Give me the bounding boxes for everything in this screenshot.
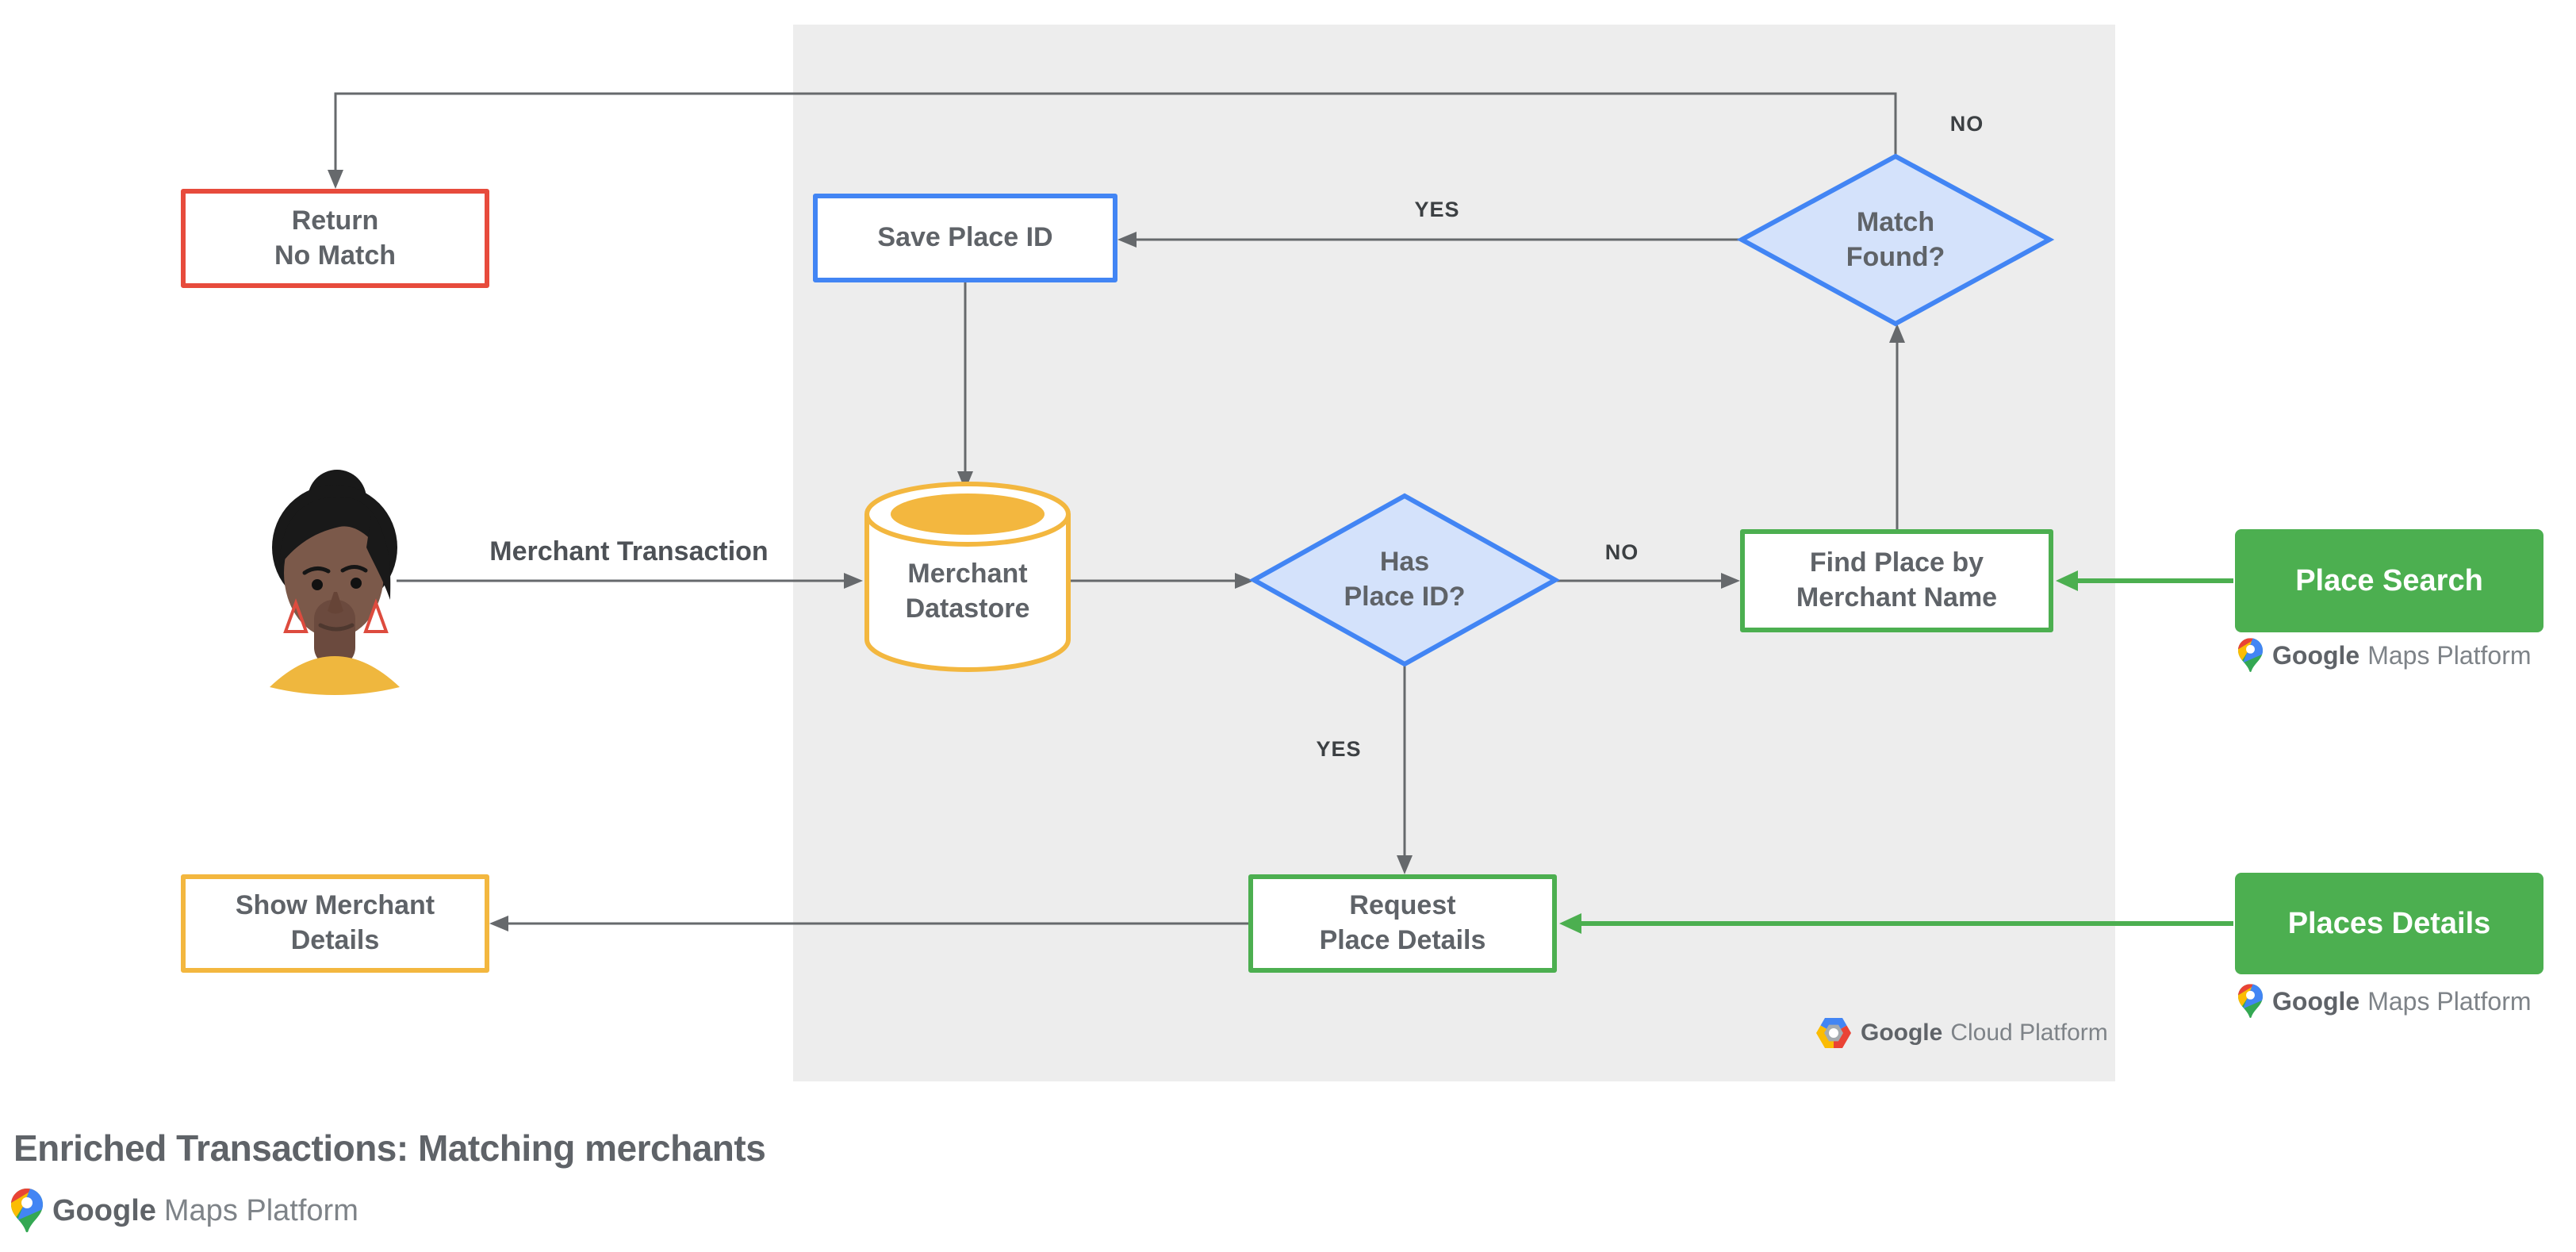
maps-platform-lockup-places-details: Google Maps Platform xyxy=(2238,981,2532,1022)
lockup-wordmark: Google Maps Platform xyxy=(52,1194,358,1228)
lockup-brand: Google xyxy=(52,1193,156,1227)
lockup-brand: Google xyxy=(2272,640,2360,670)
node-label-line: Merchant Name xyxy=(1796,582,1998,613)
edge-match-found-yes-to-save-place-id xyxy=(1117,232,1742,248)
lockup-wordmark: Google Maps Platform xyxy=(2272,641,2532,670)
edge-find-place-to-match-found xyxy=(1889,324,1905,529)
api-card-places-details: Places Details xyxy=(2235,873,2543,974)
lockup-product: Maps Platform xyxy=(2367,986,2532,1016)
has-place-id-diamond xyxy=(1248,493,1561,667)
node-request-place-details: Request Place Details xyxy=(1248,874,1557,973)
node-save-place-id: Save Place ID xyxy=(813,194,1117,282)
google-cloud-hexagon-icon xyxy=(1816,1018,1851,1048)
node-label-line: Show Merchant xyxy=(235,890,435,921)
node-label-line: Request xyxy=(1349,890,1456,921)
edge-datastore-to-has-place-id xyxy=(1068,573,1254,589)
google-maps-pin-icon xyxy=(11,1189,43,1233)
edge-request-details-to-show-merchant xyxy=(489,916,1248,931)
lockup-brand: Google xyxy=(1861,1020,1943,1046)
google-maps-pin-icon xyxy=(2238,638,2263,673)
edge-label-merchant-transaction: Merchant Transaction xyxy=(489,536,769,566)
edge-user-to-datastore xyxy=(397,573,863,589)
edge-label-match-found-yes: YES xyxy=(1414,197,1460,221)
node-label-line: No Match xyxy=(274,240,396,271)
edge-places-details-api-to-request-details xyxy=(1559,913,2233,934)
node-return-no-match: Return No Match xyxy=(181,189,489,288)
api-card-label: Places Details xyxy=(2287,906,2491,940)
edge-label-has-place-id-no: NO xyxy=(1604,540,1639,564)
node-label-line: Save Place ID xyxy=(877,222,1053,253)
lockup-brand: Google xyxy=(2272,986,2360,1016)
edge-label-has-place-id-yes: YES xyxy=(1316,736,1362,761)
api-card-label: Place Search xyxy=(2295,563,2483,597)
node-find-place-by-merchant-name: Find Place by Merchant Name xyxy=(1740,529,2053,632)
node-label-line: Return xyxy=(291,205,379,236)
google-maps-pin-icon xyxy=(2238,984,2263,1019)
page-title: Enriched Transactions: Matching merchant… xyxy=(13,1127,766,1169)
merchant-datastore-cylinder xyxy=(864,482,1071,672)
edge-label-match-found-no: NO xyxy=(1949,111,1984,136)
person-avatar xyxy=(270,470,400,695)
lockup-product: Cloud Platform xyxy=(1950,1020,2108,1046)
google-cloud-platform-lockup: Google Cloud Platform xyxy=(1816,1014,2108,1052)
lockup-wordmark: Google Cloud Platform xyxy=(1861,1020,2108,1047)
edge-has-place-id-no-to-find-place xyxy=(1555,573,1740,589)
lockup-product: Maps Platform xyxy=(163,1193,358,1227)
maps-platform-lockup-footer: Google Maps Platform xyxy=(11,1185,358,1236)
edge-match-found-no-to-return-no-match xyxy=(328,92,1897,189)
api-card-place-search: Place Search xyxy=(2235,529,2543,632)
lockup-product: Maps Platform xyxy=(2367,640,2532,670)
edge-save-place-id-to-datastore xyxy=(957,282,973,490)
edge-has-place-id-yes-to-request-details xyxy=(1397,664,1413,874)
node-label-line: Place Details xyxy=(1319,925,1486,955)
node-label-line: Find Place by xyxy=(1809,547,1984,578)
maps-platform-lockup-place-search: Google Maps Platform xyxy=(2238,635,2532,676)
edge-place-search-api-to-find-place xyxy=(2056,570,2233,591)
lockup-wordmark: Google Maps Platform xyxy=(2272,987,2532,1016)
node-show-merchant-details: Show Merchant Details xyxy=(181,874,489,973)
node-label-line: Details xyxy=(290,925,380,955)
match-found-diamond xyxy=(1736,153,2055,327)
